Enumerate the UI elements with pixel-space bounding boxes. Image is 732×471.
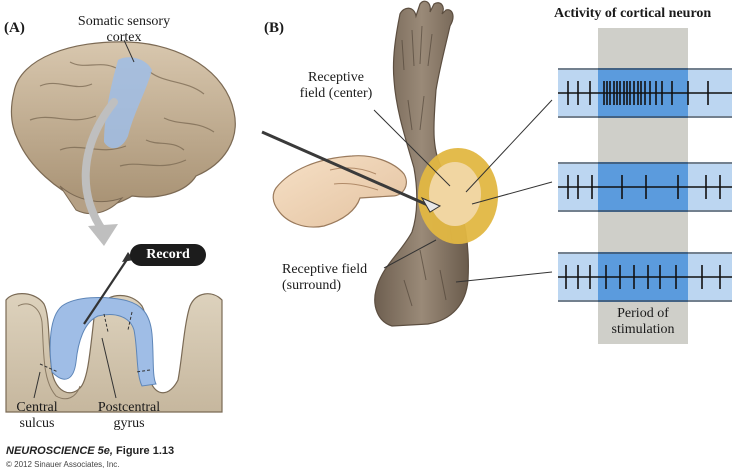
postcentral-gyrus-line2: gyrus xyxy=(84,416,174,432)
rf-surround-line1: Receptive field xyxy=(282,262,367,278)
rf-center-line2: field (center) xyxy=(288,86,384,102)
recording-traces xyxy=(558,68,732,302)
central-sulcus-line1: Central xyxy=(2,400,72,416)
stimulation-line2: stimulation xyxy=(598,322,688,338)
panel-b-label: (B) xyxy=(264,20,284,36)
cortex-label-line2: cortex xyxy=(64,30,184,46)
trace-center xyxy=(558,68,732,118)
rf-surround-label: Receptive field (surround) xyxy=(282,262,367,294)
cortex-label-line1: Somatic sensory xyxy=(64,14,184,30)
copyright-notice: © 2012 Sinauer Associates, Inc. xyxy=(6,460,120,469)
central-sulcus-label: Central sulcus xyxy=(2,400,72,432)
surround-trace-connector xyxy=(456,272,552,282)
rf-surround-line2: (surround) xyxy=(282,278,367,294)
caption-figure: Figure 1.13 xyxy=(116,445,174,457)
figure-caption: NEUROSCIENCE 5e, Figure 1.13 xyxy=(6,445,174,457)
rf-center-label: Receptive field (center) xyxy=(288,70,384,102)
center-trace-connector xyxy=(466,100,552,192)
postcentral-gyrus-line1: Postcentral xyxy=(84,400,174,416)
central-sulcus-line2: sulcus xyxy=(2,416,72,432)
panel-a-label: (A) xyxy=(4,20,25,36)
activity-title: Activity of cortical neuron xyxy=(554,6,711,22)
postcentral-gyrus-label: Postcentral gyrus xyxy=(84,400,174,432)
caption-book: NEUROSCIENCE 5e, xyxy=(6,445,113,457)
zoom-arrow-head xyxy=(88,224,118,246)
receptive-field-center xyxy=(429,162,481,226)
stimulation-line1: Period of xyxy=(598,306,688,322)
stimulation-label: Period of stimulation xyxy=(598,306,688,338)
record-badge: Record xyxy=(130,244,206,266)
trace-outside xyxy=(558,162,732,212)
rf-center-line1: Receptive xyxy=(288,70,384,86)
trace-surround xyxy=(558,252,732,302)
cortex-label: Somatic sensory cortex xyxy=(64,14,184,46)
